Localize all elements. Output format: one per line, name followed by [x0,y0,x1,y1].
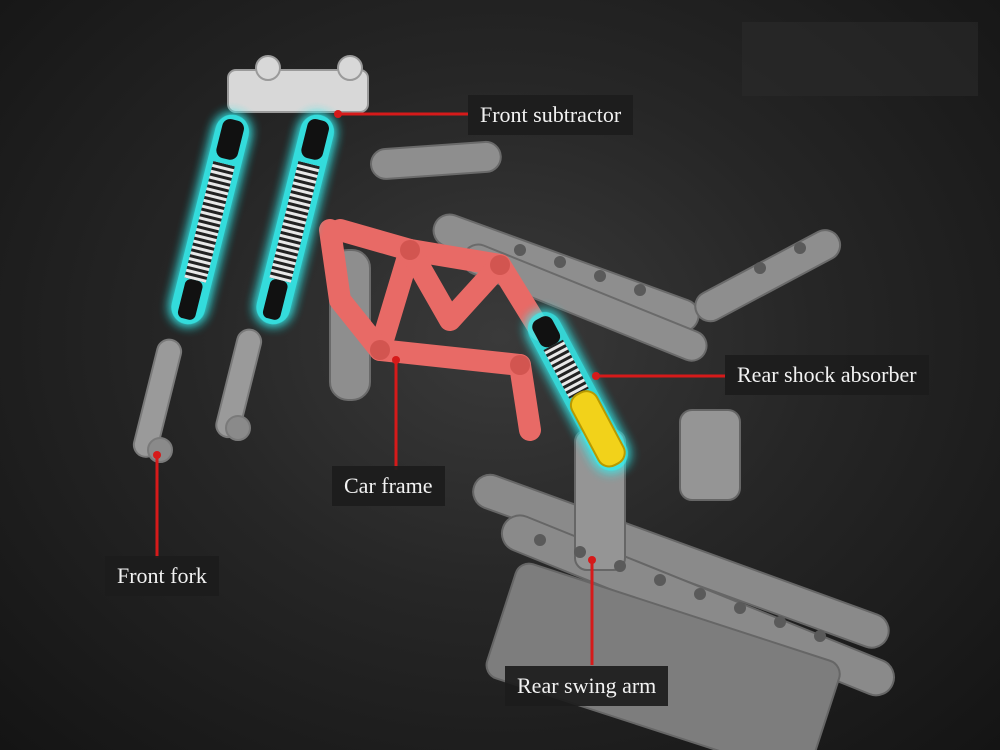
label-front-fork: Front fork [105,556,219,596]
label-rear-shock-absorber: Rear shock absorber [725,355,929,395]
rear-swing-arm-beams [472,409,895,750]
frame-joints [370,240,530,375]
rear-shock-absorber [527,312,628,471]
corner-placeholder-box [742,22,978,96]
label-rear-swing-arm: Rear swing arm [505,666,669,706]
front-shock-left [171,114,250,325]
beam-holes [514,242,826,642]
label-front-subtractor: Front subtractor [468,95,634,135]
leader-dots [153,110,600,564]
top-bracket [227,55,369,113]
front-fork [132,328,263,463]
front-shock-right [256,114,335,325]
leader-lines [155,112,725,665]
label-car-frame: Car frame [332,466,445,506]
